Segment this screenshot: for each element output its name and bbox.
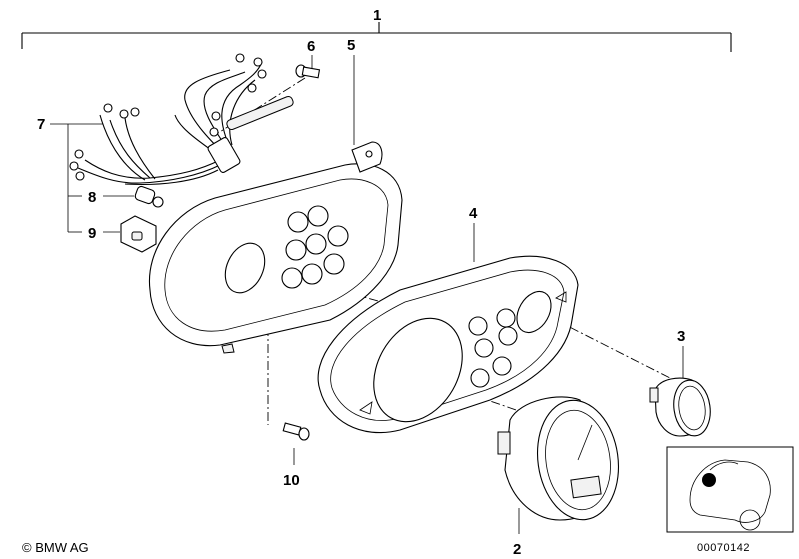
part-7-wiring-harness [69,53,294,186]
harness-terminals [69,53,267,181]
part-10-screw [282,422,310,441]
callout-10: 10 [283,472,300,489]
document-number: 00070142 [697,542,750,554]
copyright-text: © BMW AG [22,540,89,555]
callout-8: 8 [88,189,96,206]
part-5-instrument-housing [148,141,403,354]
callout-3: 3 [677,328,685,345]
callout-7: 7 [37,116,45,133]
callout-2: 2 [513,541,521,558]
cover-indicator-windows [468,308,518,388]
part-4-instrument-cover [317,255,579,434]
callout-5: 5 [347,37,355,54]
callout-9: 9 [88,225,96,242]
part-9-clip [120,215,157,253]
callout-6: 6 [307,38,315,55]
housing-lamp-sockets [281,205,349,289]
part-2-speedometer [497,396,620,521]
part-8-bulb [134,185,164,208]
part-6-screw [295,64,321,79]
part-3-gauge [649,377,711,437]
motorcycle-location-icon [689,459,771,531]
location-marker [702,473,716,487]
callout-4: 4 [469,205,478,222]
assembly-bracket [21,22,732,52]
callout-1: 1 [373,7,381,24]
leader-lines [50,55,684,534]
location-thumbnail [666,446,794,533]
